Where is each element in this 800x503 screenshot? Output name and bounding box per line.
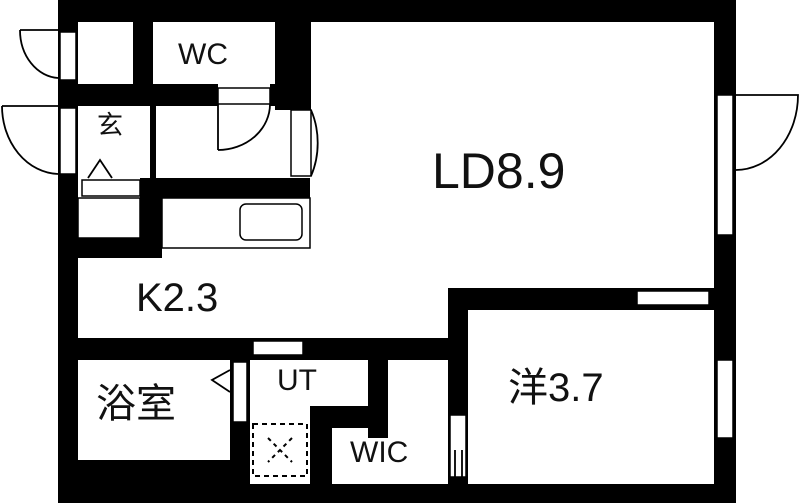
walls: [58, 0, 736, 503]
room-label-western: 洋3.7: [508, 366, 604, 410]
room-label-bath: 浴室: [96, 382, 176, 426]
room-label-toilet: WC: [178, 38, 228, 71]
room-label-entrance: 玄: [97, 110, 124, 140]
room-label-kitchen: K2.3: [136, 276, 219, 320]
room-label-wic: WIC: [350, 436, 409, 469]
room-label-ld: LD8.9: [432, 143, 566, 199]
room-label-utility: UT: [277, 364, 317, 397]
